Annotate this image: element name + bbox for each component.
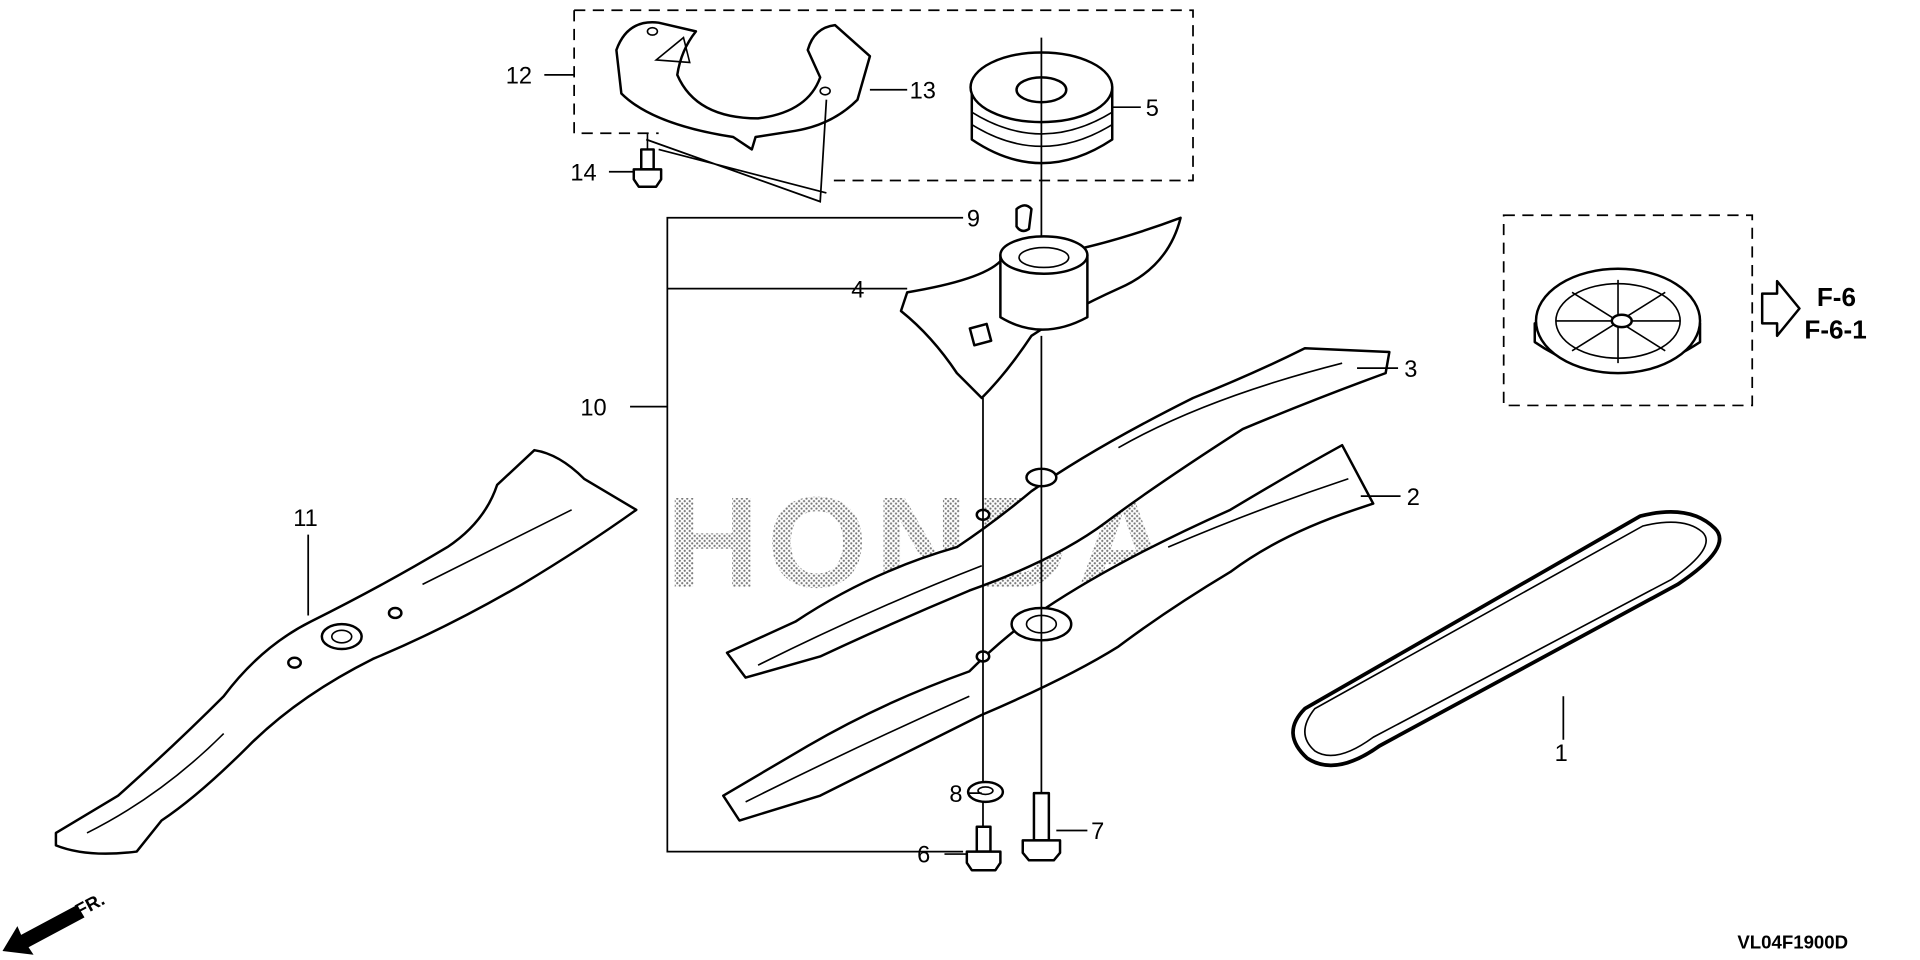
callout-3[interactable]: 3 <box>1404 357 1417 383</box>
callout-13[interactable]: 13 <box>910 78 936 104</box>
callout-10[interactable]: 10 <box>580 395 606 421</box>
part-blade-holder-4 <box>899 216 1182 400</box>
callout-7[interactable]: 7 <box>1091 819 1104 845</box>
callout-8[interactable]: 8 <box>949 782 962 808</box>
part-washer-8 <box>966 780 1005 804</box>
reference-box <box>1502 214 1754 407</box>
callout-5[interactable]: 5 <box>1146 96 1159 122</box>
callout-6[interactable]: 6 <box>917 843 930 869</box>
part-bolt-6 <box>965 825 1002 872</box>
part-blade-11 <box>54 448 638 855</box>
part-blade-2 <box>722 443 1375 822</box>
reference-link-f6[interactable]: F-6 <box>1817 282 1856 312</box>
front-direction-indicator: FR. <box>2 888 108 955</box>
part-reference-pulley <box>1533 267 1702 375</box>
drawing-code: VL04F1900D <box>1737 932 1848 953</box>
callout-11[interactable]: 11 <box>293 506 318 532</box>
part-bolt-7 <box>1021 791 1062 862</box>
callout-14[interactable]: 14 <box>570 161 596 187</box>
part-key-9 <box>1015 204 1033 233</box>
part-blade-guard <box>615 21 872 151</box>
reference-arrow-icon <box>1760 279 1801 338</box>
callout-4[interactable]: 4 <box>851 277 864 303</box>
group-box-top <box>573 9 1194 182</box>
assembly-bracket-10 <box>630 216 964 853</box>
part-belt-1 <box>1291 510 1722 768</box>
callout-9[interactable]: 9 <box>967 206 980 232</box>
callout-1[interactable]: 1 <box>1555 741 1568 767</box>
callout-12[interactable]: 12 <box>506 64 532 90</box>
reference-link-f6-1[interactable]: F-6-1 <box>1804 314 1866 344</box>
callout-2[interactable]: 2 <box>1407 485 1420 511</box>
part-bolt-14 <box>632 133 663 188</box>
front-arrow-icon <box>2 905 85 955</box>
